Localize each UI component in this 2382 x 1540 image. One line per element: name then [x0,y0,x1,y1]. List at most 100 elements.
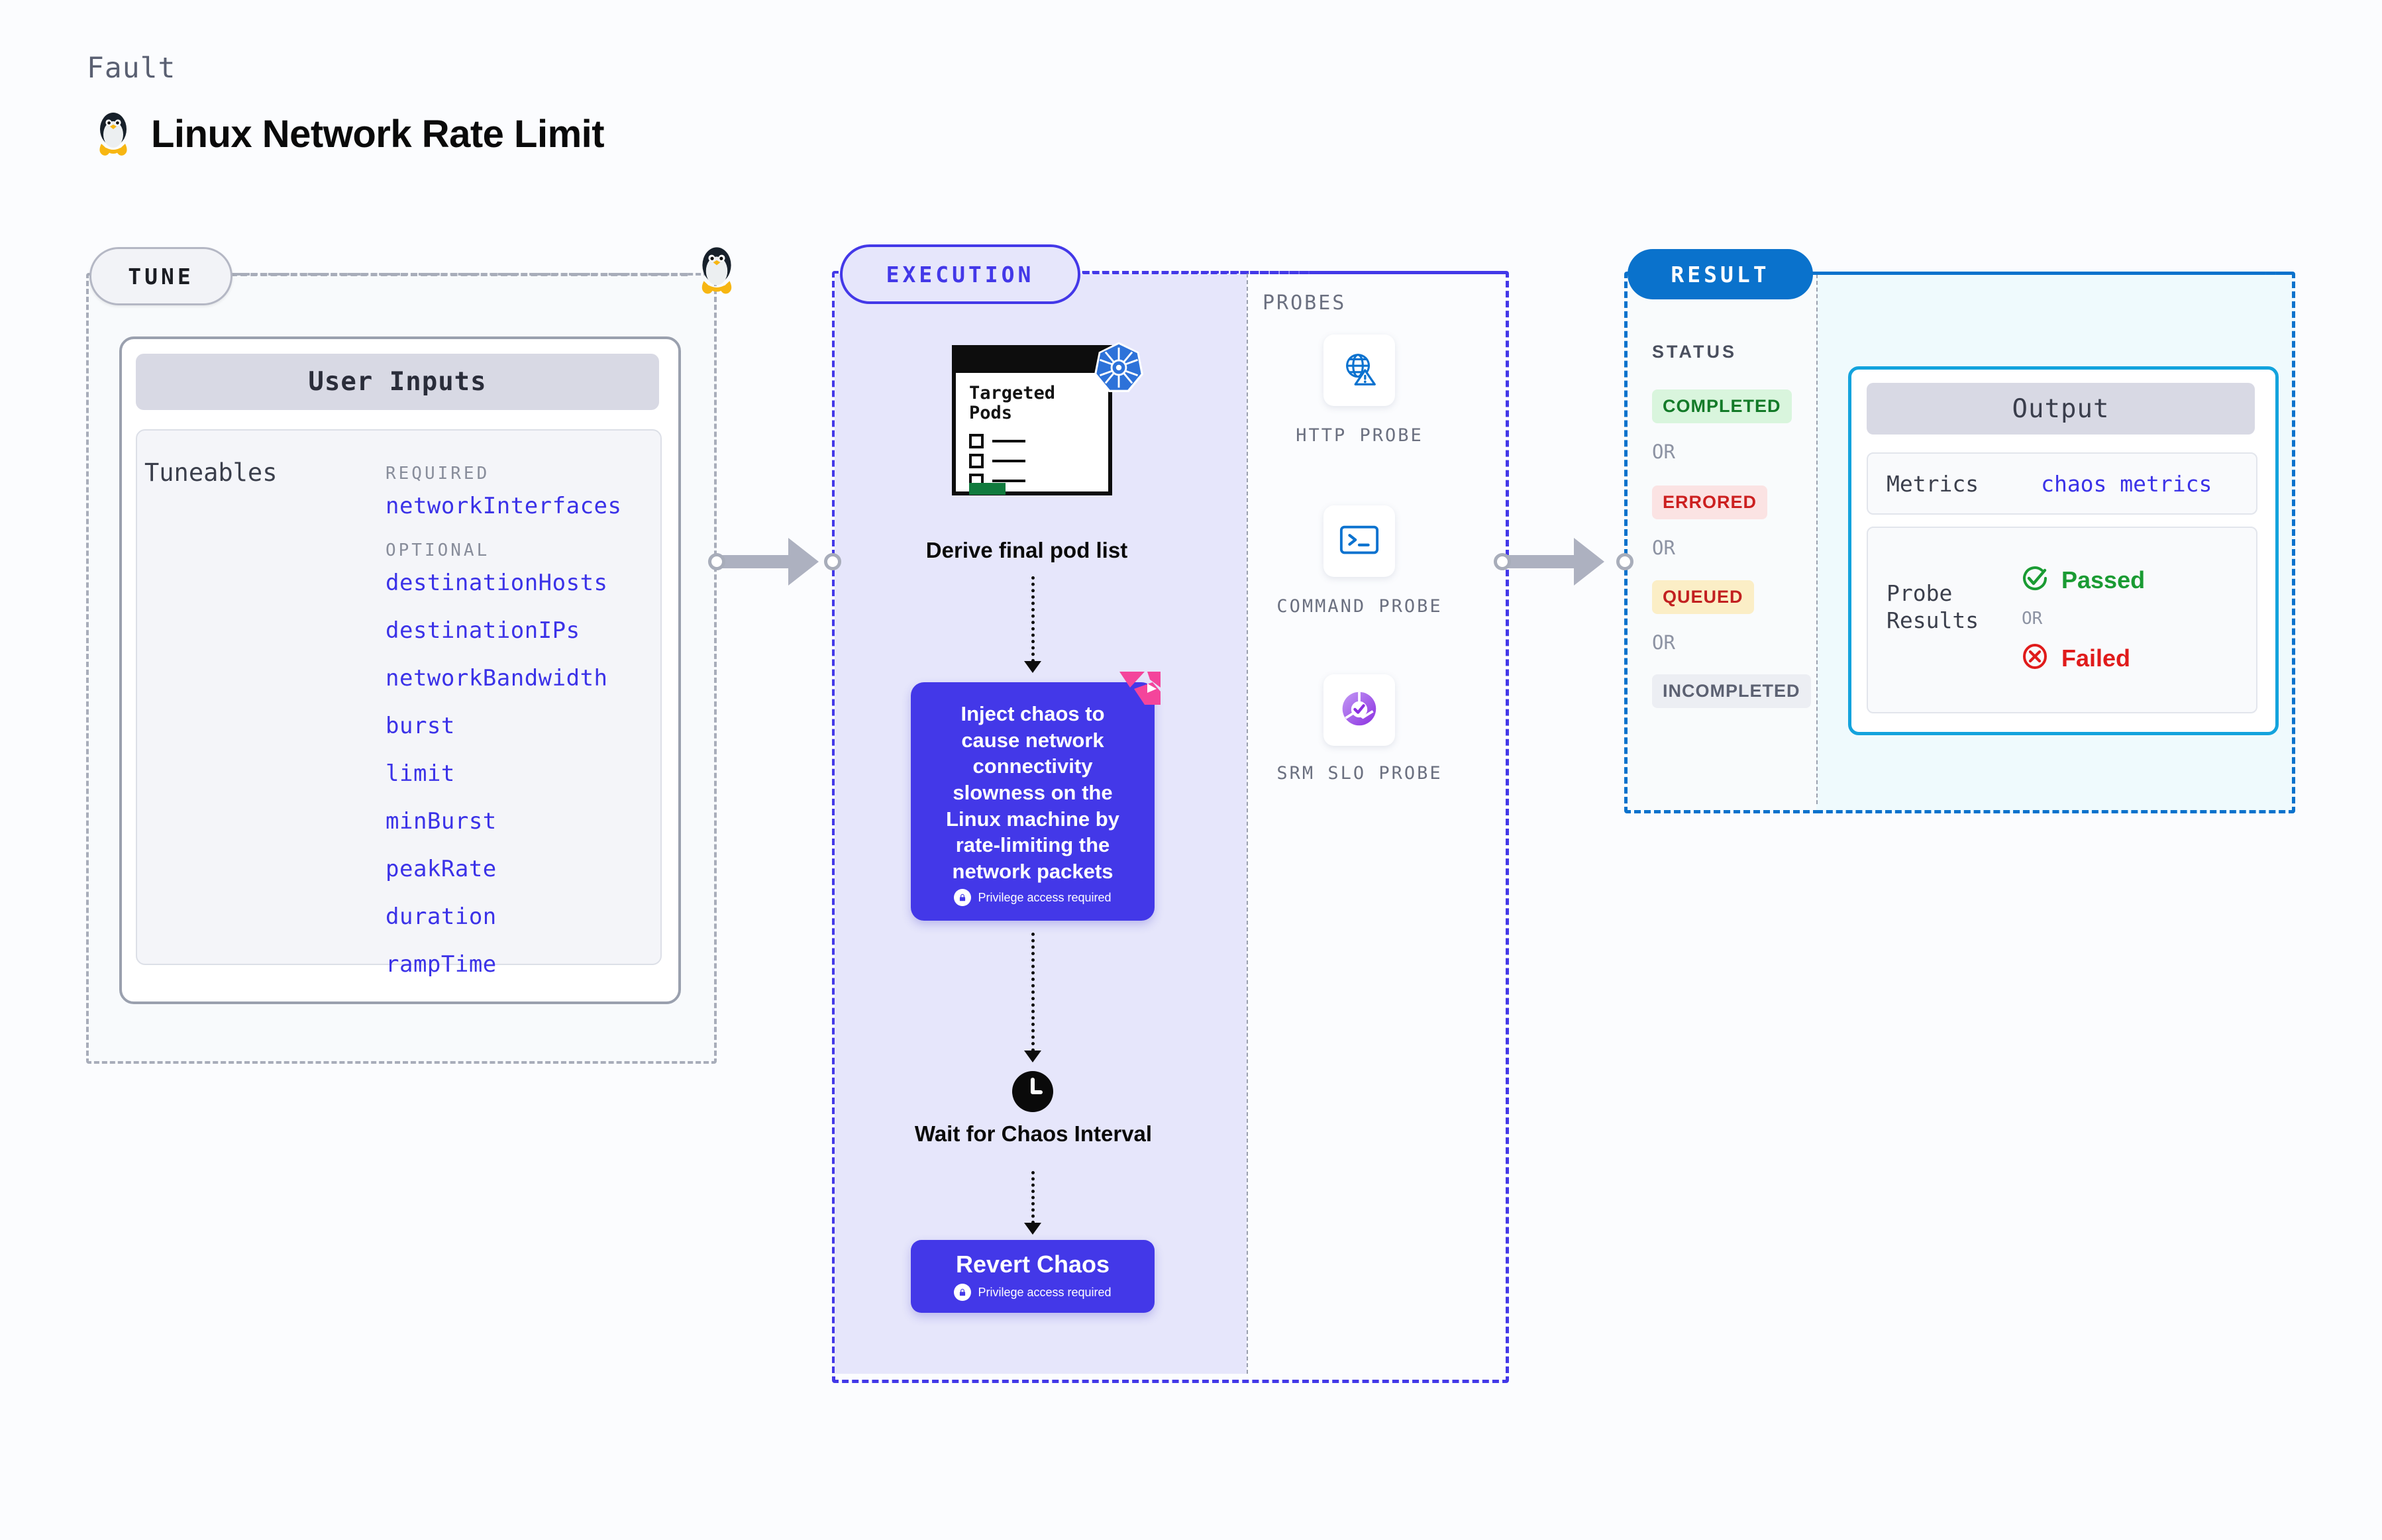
command-probe-label: COMMAND PROBE [1276,596,1443,617]
http-probe-label: HTTP PROBE [1296,425,1424,446]
connector-arrowhead-2 [1574,538,1604,586]
pods-line [992,480,1025,482]
status-badge-completed: COMPLETED [1652,389,1792,423]
terminal-icon [1339,523,1380,560]
inject-chaos-text: Inject chaos to cause network connectivi… [946,702,1119,884]
probe-result-passed: Passed [2020,564,2145,596]
tuneables-group-heading-optional: OPTIONAL [386,540,490,560]
tuneable-burst[interactable]: burst [386,713,455,739]
probe-results-label: Probe Results [1887,580,1979,634]
tuneable-peakrate[interactable]: peakRate [386,856,497,882]
http-probe-card[interactable] [1323,334,1395,406]
tuneables-label: Tuneables [144,458,278,487]
tuneable-networkbandwidth[interactable]: networkBandwidth [386,665,608,692]
flow-arrowhead-1 [1024,661,1041,673]
litmuschaos-icon [1118,670,1162,711]
pods-row [969,434,1025,448]
revert-chaos-block: Revert Chaos Privilege access required [911,1240,1155,1313]
x-circle-icon [2020,642,2049,674]
passed-label: Passed [2061,566,2146,593]
result-connector-line [1812,272,2292,275]
pods-line [992,460,1025,462]
page-title-row: Linux Network Rate Limit [93,109,605,158]
pods-line [992,440,1025,442]
pods-card-title: Targeted Pods [969,383,1056,424]
wait-for-chaos-label: Wait for Chaos Interval [914,1121,1153,1146]
inject-privilege-text: Privilege access required [978,890,1112,904]
lock-icon [954,1284,972,1301]
connector-shaft-2 [1508,555,1587,568]
result-status-container [1624,272,1820,813]
status-badge-queued: QUEUED [1652,580,1754,614]
status-or-1: OR [1652,440,1675,463]
probes-divider [1247,274,1248,1374]
user-inputs-title: User Inputs [136,354,659,410]
connector-end-dot-1 [824,553,841,570]
flow-arrow-2 [1031,933,1035,1052]
flow-arrowhead-2 [1024,1051,1041,1062]
connector-end-dot-2 [1616,553,1633,570]
tune-connector-line [231,273,688,276]
command-probe-card[interactable] [1323,505,1395,577]
checkbox-icon [969,454,984,468]
connector-start-dot-2 [1494,553,1511,570]
flow-arrow-3 [1031,1171,1035,1224]
tuneable-destinationips[interactable]: destinationIPs [386,617,580,644]
probes-label: PROBES [1263,291,1347,315]
status-badge-errored: ERRORED [1652,486,1768,519]
pods-row [969,454,1025,468]
srm-slo-probe-card[interactable] [1323,674,1395,746]
execution-section-badge[interactable]: EXECUTION [840,244,1080,304]
kubernetes-icon [1091,340,1147,399]
flow-arrowhead-3 [1024,1223,1041,1235]
result-inner-divider [1816,274,1818,804]
pods-card-titlebar [956,349,1108,373]
metrics-label: Metrics [1887,470,1979,497]
check-circle-icon [2020,564,2049,596]
clock-icon [1012,1071,1053,1115]
pods-progress-bar [969,483,1006,495]
status-label: STATUS [1652,342,1737,362]
result-section-badge[interactable]: RESULT [1628,249,1813,299]
slo-donut-check-icon [1339,689,1379,732]
tuneables-list: REQUIRED networkInterfaces OPTIONAL dest… [386,464,664,999]
tune-section-badge[interactable]: TUNE [89,247,233,305]
tuneable-networkinterfaces[interactable]: networkInterfaces [386,493,622,519]
execution-connector-line [1073,271,1502,274]
fault-kicker: Fault [87,52,176,85]
tuneable-destinationhosts[interactable]: destinationHosts [386,570,608,596]
failed-label: Failed [2061,644,2131,672]
derive-pod-list-label: Derive final pod list [925,538,1128,562]
flow-arrow-1 [1031,576,1035,662]
targeted-pods-card: Targeted Pods [952,345,1112,495]
tuneable-ramptime[interactable]: rampTime [386,951,497,978]
revert-privilege-note: Privilege access required [911,1284,1155,1301]
globe-warning-icon [1339,348,1380,393]
revert-chaos-title: Revert Chaos [955,1251,1110,1278]
linux-tux-icon [93,109,134,158]
checkbox-icon [969,434,984,448]
status-or-2: OR [1652,537,1675,559]
connector-start-dot-1 [708,553,725,570]
tuneable-limit[interactable]: limit [386,760,455,787]
tux-connector-icon [694,244,739,300]
inject-chaos-block: Inject chaos to cause network connectivi… [911,682,1155,921]
status-or-3: OR [1652,631,1675,654]
metrics-value[interactable]: chaos metrics [2041,470,2212,497]
tuneables-panel [136,429,662,965]
tuneable-minburst[interactable]: minBurst [386,808,497,835]
metrics-row: Metrics chaos metrics [1867,452,2257,515]
status-badge-incompleted: INCOMPLETED [1652,674,1811,708]
revert-privilege-text: Privilege access required [978,1285,1112,1299]
connector-shaft-1 [722,555,802,568]
probe-results-box: Probe Results Passed OR Failed [1867,527,2257,713]
connector-arrowhead-1 [788,538,819,586]
probe-result-failed: Failed [2020,642,2130,674]
probe-result-or: OR [2022,609,2043,629]
srm-slo-probe-label: SRM SLO PROBE [1276,763,1443,784]
tuneables-group-heading-required: REQUIRED [386,464,490,484]
output-title: Output [1867,383,2255,435]
tuneable-duration[interactable]: duration [386,903,497,930]
lock-icon [954,889,972,906]
page-title: Linux Network Rate Limit [151,112,605,156]
